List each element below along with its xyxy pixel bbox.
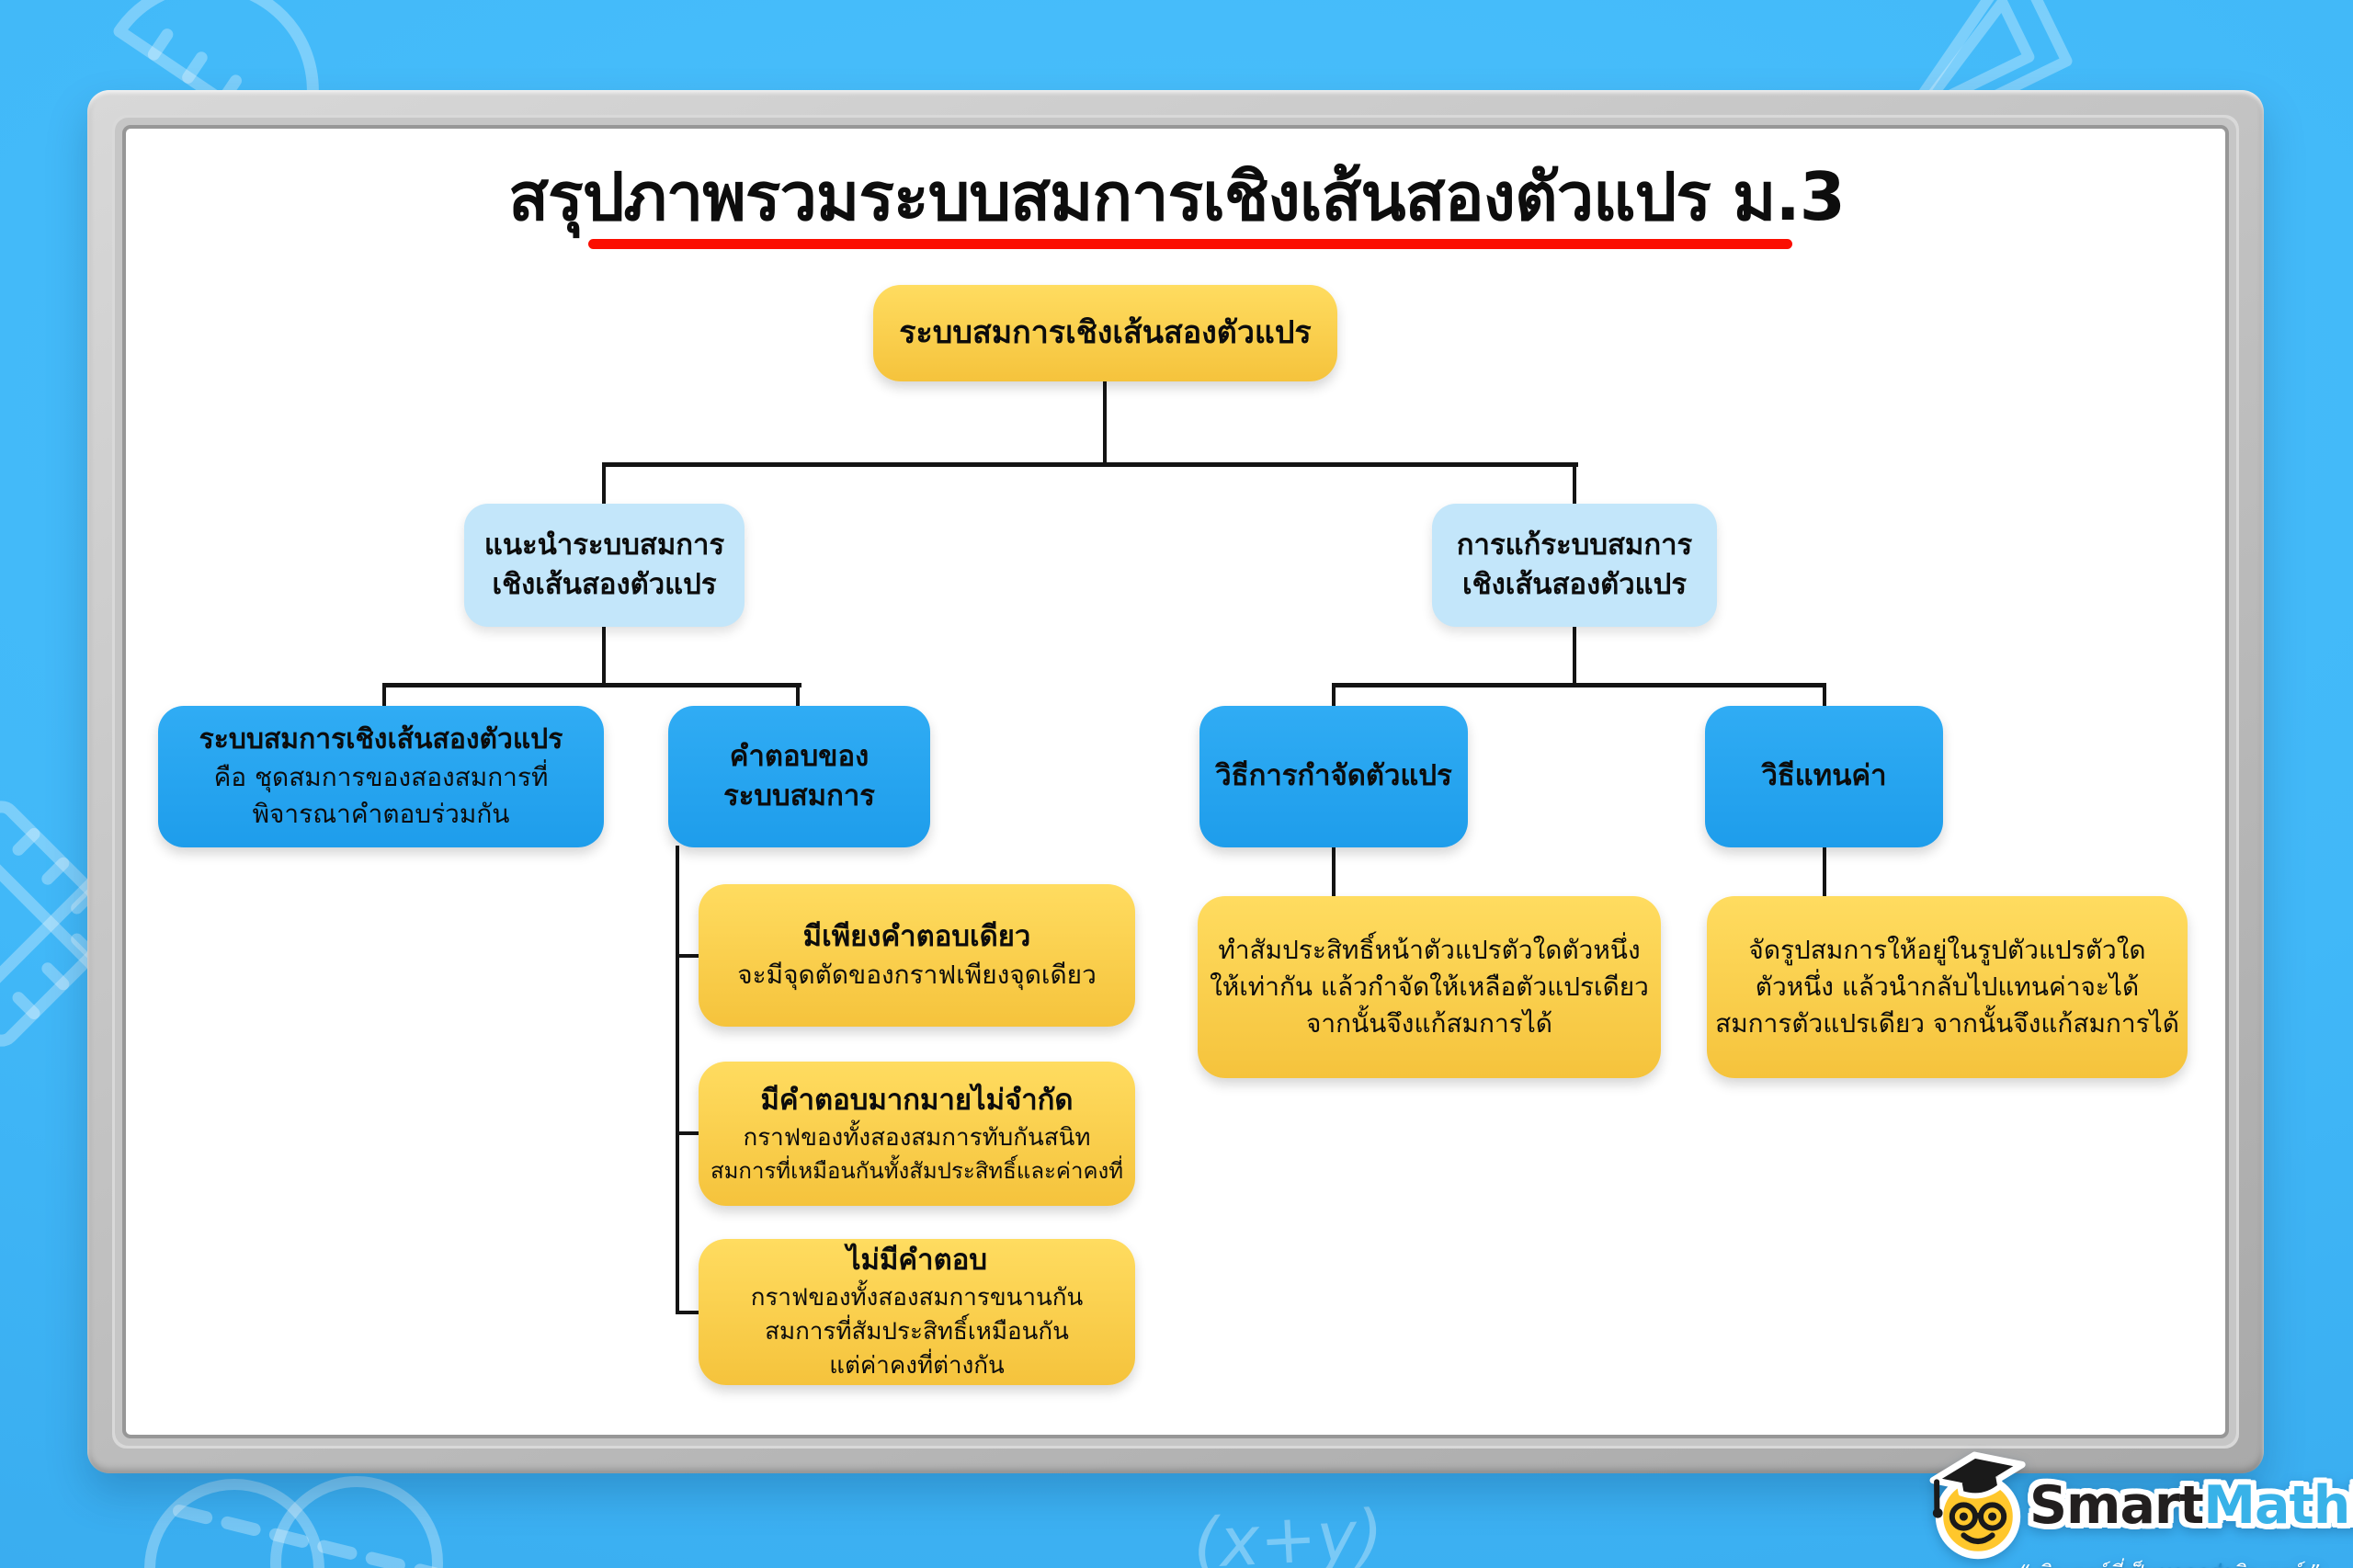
connector-line xyxy=(602,462,1578,467)
connector-line xyxy=(1823,683,1826,708)
logo-tagline: “ ติวเตอร์ที่เป็นมากกว่าติวเตอร์ ” xyxy=(1923,1557,2353,1568)
connector-line xyxy=(676,846,679,1314)
node-solution-type-one: มีเพียงคำตอบเดียว จะมีจุดตัดของกราฟเพียง… xyxy=(699,884,1135,1027)
node-substitution: วิธีแทนค่า xyxy=(1705,706,1943,847)
connector-line xyxy=(1823,846,1826,898)
node-definition: ระบบสมการเชิงเส้นสองตัวแปร คือ ชุดสมการข… xyxy=(158,706,604,847)
connector-line xyxy=(602,627,606,686)
venn-circles-doodle xyxy=(144,1476,443,1568)
connector-line xyxy=(676,954,700,958)
node-intro-branch: แนะนำระบบสมการ เชิงเส้นสองตัวแปร xyxy=(464,504,745,627)
connector-line xyxy=(1103,381,1107,466)
connector-line xyxy=(1332,683,1336,708)
node-solution-type-none: ไม่มีคำตอบ กราฟของทั้งสองสมการขนานกัน สม… xyxy=(699,1239,1135,1385)
connector-line xyxy=(676,1131,700,1135)
node-root: ระบบสมการเชิงเส้นสองตัวแปร xyxy=(873,285,1337,381)
node-solution: คำตอบของ ระบบสมการ xyxy=(668,706,930,847)
connector-line xyxy=(796,683,800,708)
node-elimination: วิธีการกำจัดตัวแปร xyxy=(1199,706,1468,847)
title-underline xyxy=(588,239,1792,249)
node-elimination-desc: ทำสัมประสิทธิ์หน้าตัวแปรตัวใดตัวหนึ่ง ให… xyxy=(1198,896,1661,1078)
formula-doodle: (x+y) xyxy=(1191,1495,1386,1568)
smartmathpro-mascot-icon xyxy=(1929,1451,2026,1560)
connector-line xyxy=(1573,627,1576,686)
connector-line xyxy=(382,683,386,708)
smartmathpro-logo: SmartMathPro “ ติวเตอร์ที่เป็นมากกว่าติว… xyxy=(1923,1450,2353,1568)
connector-line xyxy=(382,683,801,687)
smartmathpro-wordmark: SmartMathPro xyxy=(2029,1475,2353,1536)
connector-line xyxy=(676,1311,700,1314)
brand-math: Math xyxy=(2203,1475,2350,1536)
node-root-label: ระบบสมการเชิงเส้นสองตัวแปร xyxy=(899,313,1312,351)
node-solve-branch: การแก้ระบบสมการ เชิงเส้นสองตัวแปร xyxy=(1432,504,1717,627)
svg-text:(x+y): (x+y) xyxy=(1191,1495,1386,1568)
node-substitution-desc: จัดรูปสมการให้อยู่ในรูปตัวแปรตัวใด ตัวหน… xyxy=(1707,896,2188,1078)
connector-line xyxy=(1332,846,1336,898)
connector-line xyxy=(1332,683,1826,687)
page-title: สรุปภาพรวมระบบสมการเชิงเส้นสองตัวแปร ม.3 xyxy=(508,158,1846,235)
connector-line xyxy=(602,462,606,506)
node-solution-type-infinite: มีคำตอบมากมายไม่จำกัด กราฟของทั้งสองสมกา… xyxy=(699,1062,1135,1206)
connector-line xyxy=(1573,462,1576,506)
brand-smart: Smart xyxy=(2029,1475,2204,1536)
brand-pro: Pro xyxy=(2349,1475,2353,1536)
